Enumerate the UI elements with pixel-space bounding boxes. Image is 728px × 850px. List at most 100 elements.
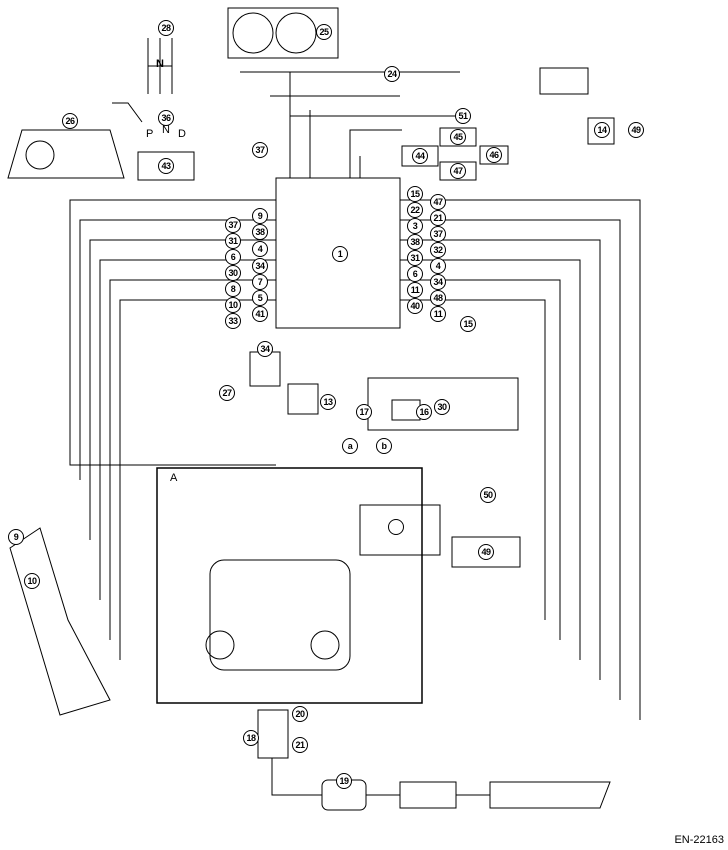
ecm-right-pin: 11 — [407, 282, 423, 298]
ecm-right-pin: 40 — [407, 298, 423, 314]
ecm-right-outer-pin: 21 — [430, 210, 446, 226]
callout-27: 28 — [158, 20, 174, 36]
exhaust-pipe — [271, 758, 490, 796]
callout-19: 18 — [243, 730, 259, 746]
callout-51: 51 — [455, 108, 471, 124]
harness-left — [69, 199, 276, 660]
callout-36: 37 — [252, 142, 268, 158]
harness-right — [400, 199, 641, 720]
ecm-left-outer-pin: 30 — [225, 265, 241, 281]
box-43 — [401, 145, 439, 167]
combination-meter — [7, 129, 125, 179]
shift-pattern — [147, 38, 173, 94]
callout-46: 47 — [450, 163, 466, 179]
callout-16: 15 — [460, 316, 476, 332]
callout-20: 19 — [336, 773, 352, 789]
callout-13: 10 — [24, 573, 40, 589]
throttle-left — [205, 630, 235, 660]
engine-block — [209, 559, 351, 671]
callout-26: 27 — [219, 385, 235, 401]
ecm-right-outer-pin: 11 — [430, 306, 446, 322]
ecm-left-pin: 9 — [252, 208, 268, 224]
reference-code: EN-22163 — [674, 834, 724, 846]
callout-50 — [388, 519, 404, 535]
callout-43: 44 — [412, 148, 428, 164]
gear-p: P — [146, 128, 154, 140]
component-50 — [359, 504, 441, 556]
main-relay — [587, 117, 615, 145]
callout-21: 20 — [292, 706, 308, 722]
connector-b: b — [376, 438, 392, 454]
inhibitor-switch — [137, 151, 195, 181]
ecm-right-outer-pin: 34 — [430, 274, 446, 290]
ecm-right-pin: 38 — [407, 234, 423, 250]
shift-n-label: N — [156, 58, 164, 70]
section-label: A — [170, 472, 178, 484]
ecm-right-pin: 3 — [407, 218, 423, 234]
catalytic-converter — [257, 709, 289, 759]
callout-15: 14 — [594, 122, 610, 138]
ecm-left-outer-pin: 37 — [225, 217, 241, 233]
component-49 — [451, 536, 521, 568]
ecm-right-pin: 6 — [407, 266, 423, 282]
fan-relays-line — [240, 71, 460, 117]
callout-49: 49 — [478, 544, 494, 560]
muffler-mid — [399, 781, 457, 809]
callout-45: 46 — [486, 147, 502, 163]
gear-d: D — [178, 128, 186, 140]
callout-23: 24 — [384, 66, 400, 82]
ecm-left-pin: 5 — [252, 290, 268, 306]
callout-35: 36 — [158, 110, 174, 126]
ecm-left-outer-pin: 6 — [225, 249, 241, 265]
ecm-left-pin: 4 — [252, 241, 268, 257]
section-a-box — [156, 467, 423, 704]
ecm-left-pin: 38 — [252, 224, 268, 240]
connector-a: a — [342, 438, 358, 454]
accelerator-pedal — [9, 527, 111, 716]
callout-33: 34 — [257, 341, 273, 357]
ecm-left-pin: 34 — [252, 258, 268, 274]
ecm-left-pin: 41 — [252, 306, 268, 322]
purge-solenoid — [249, 351, 281, 387]
callout-17: 16 — [416, 404, 432, 420]
ecm-left-outer-pin: 33 — [225, 313, 241, 329]
callout-42: 43 — [158, 158, 174, 174]
callout-22: 21 — [292, 737, 308, 753]
ecm-left-pin: 7 — [252, 274, 268, 290]
box-45 — [479, 145, 509, 165]
callout-24: 25 — [316, 24, 332, 40]
ecm-right-pin: 31 — [407, 250, 423, 266]
ecm-left-outer-pin: 31 — [225, 233, 241, 249]
ecm-right-outer-pin: 32 — [430, 242, 446, 258]
callout-25: 26 — [62, 113, 78, 129]
throttle-right — [310, 630, 340, 660]
select-lever — [112, 102, 143, 123]
ecm-right-outer-pin: 47 — [430, 194, 446, 210]
muffler-rear — [489, 781, 611, 809]
ecm-right-outer-pin: 37 — [430, 226, 446, 242]
callout-1: 1 — [332, 246, 348, 262]
harness-top — [289, 72, 402, 178]
battery — [539, 67, 589, 95]
ecm-right-outer-pin: 48 — [430, 290, 446, 306]
gear-n: N — [162, 124, 170, 136]
box-46 — [439, 161, 477, 181]
fan-left — [232, 12, 274, 54]
ecm-box — [275, 177, 401, 329]
radiator-fan-frame — [227, 7, 339, 59]
canister — [287, 383, 319, 415]
callout-48: 50 — [480, 487, 496, 503]
callout-14: 13 — [320, 394, 336, 410]
fuel-tank — [367, 377, 519, 431]
fan-right — [275, 12, 317, 54]
callout-44: 45 — [450, 129, 466, 145]
ecm-left-outer-pin: 10 — [225, 297, 241, 313]
ecm-left-outer-pin: 8 — [225, 281, 241, 297]
speedometer-dial — [25, 140, 55, 170]
ecm-right-pin: 15 — [407, 186, 423, 202]
ecm-right-outer-pin: 4 — [430, 258, 446, 274]
ecm-right-pin: 22 — [407, 202, 423, 218]
callout-28: 30 — [434, 399, 450, 415]
box-44 — [439, 127, 477, 147]
